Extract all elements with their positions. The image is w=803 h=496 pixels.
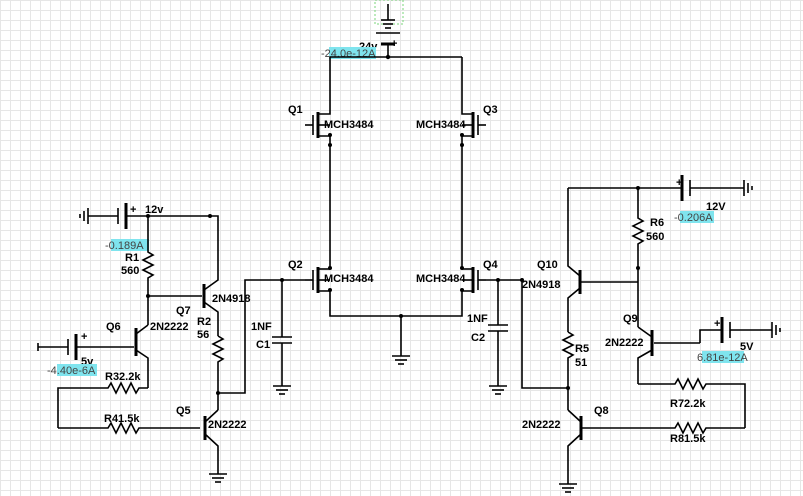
battery-12v-left-plus: + — [130, 204, 136, 216]
bjt-q7-ref: Q7 — [176, 305, 191, 317]
bjt-q6[interactable] — [134, 324, 149, 388]
mosfet-q2[interactable] — [305, 266, 332, 300]
capacitor-c2-ref: C2 — [471, 332, 485, 344]
resistor-r1-value: 560 — [121, 265, 139, 277]
battery-5v-right-current: 6.81e-12A — [697, 352, 748, 364]
mosfet-q2-ref: Q2 — [288, 259, 303, 271]
capacitor-c2[interactable] — [488, 280, 508, 395]
capacitor-c1-value: 1NF — [251, 321, 272, 333]
battery-5v-right-plus: + — [714, 318, 720, 330]
mosfet-q3[interactable] — [460, 110, 486, 147]
bjt-q9-part: 2N2222 — [605, 337, 644, 349]
current-highlight — [702, 351, 744, 363]
bjt-q10-part: 2N4918 — [522, 279, 561, 291]
resistor-r3-label: R32.2k — [105, 371, 141, 383]
ground-q8 — [559, 483, 577, 493]
resistor-r6-value: 560 — [646, 231, 664, 243]
ground-right-5v — [771, 322, 781, 338]
resistor-r1-ref: R1 — [125, 252, 139, 264]
resistor-r8-label: R81.5k — [670, 433, 706, 445]
bjt-q6-part: 2N2222 — [150, 321, 189, 333]
r1-current: -0.189A — [105, 240, 144, 252]
battery-12v-right-current: -0.206A — [674, 212, 713, 224]
capacitor-c1-ref: C1 — [256, 339, 270, 351]
resistor-r7-label: R72.2k — [670, 398, 706, 410]
bjt-q9-ref: Q9 — [623, 313, 638, 325]
capacitor-c2-value: 1NF — [467, 313, 488, 325]
bjt-q5[interactable] — [203, 409, 219, 474]
battery-5v-right[interactable] — [654, 317, 772, 344]
battery-5v-left[interactable] — [37, 334, 134, 360]
battery-24v-plus: + — [391, 38, 397, 50]
bottom-rail — [329, 300, 463, 317]
bjt-q10[interactable] — [567, 188, 638, 332]
battery-5v-left-current: -4.40e-6A — [47, 365, 96, 377]
bjt-q10-ref: Q10 — [537, 259, 558, 271]
battery-24v[interactable] — [376, 4, 400, 57]
battery-12v-left-label: 12v — [145, 204, 164, 216]
battery-5v-left-plus: + — [81, 331, 87, 343]
bjt-q9[interactable] — [637, 326, 654, 384]
resistor-r5[interactable] — [561, 331, 575, 410]
mosfet-q1-ref: Q1 — [288, 104, 303, 116]
battery-12v-right-label: 12V — [706, 201, 726, 213]
bjt-q8-ref: Q8 — [594, 405, 609, 417]
capacitor-c1[interactable] — [272, 280, 292, 395]
mosfet-q3-ref: Q3 — [483, 104, 498, 116]
mosfet-q1-part: MCH3484 — [324, 119, 374, 131]
resistor-r2[interactable] — [211, 335, 225, 380]
resistor-r8[interactable] — [640, 421, 745, 435]
mosfet-q4[interactable] — [460, 266, 486, 300]
resistor-r3[interactable] — [57, 381, 148, 428]
mosfet-q4-ref: Q4 — [483, 259, 499, 271]
resistor-r6-ref: R6 — [650, 217, 664, 229]
resistor-r5-value: 51 — [575, 357, 587, 369]
bjt-q8-part: 2N2222 — [522, 419, 561, 431]
resistor-r4[interactable] — [58, 421, 200, 435]
bjt-q5-ref: Q5 — [176, 405, 191, 417]
ground-left-12v — [79, 208, 89, 224]
battery-12v-right[interactable] — [568, 175, 744, 201]
bjt-q8[interactable] — [567, 409, 640, 484]
battery-12v-right-plus: + — [676, 177, 682, 189]
ground-center — [392, 316, 410, 365]
mosfet-q3-part: MCH3484 — [416, 119, 466, 131]
resistor-r4-label: R41.5k — [104, 413, 140, 425]
current-highlight — [111, 239, 149, 251]
resistor-r7[interactable] — [638, 377, 746, 428]
ground-right-12v — [743, 180, 753, 196]
battery-12v-left[interactable] — [88, 203, 210, 229]
mosfet-q2-part: MCH3484 — [324, 273, 374, 285]
current-highlight — [329, 47, 376, 59]
resistor-r2-value: 56 — [197, 329, 209, 341]
bjt-q7[interactable] — [202, 215, 219, 336]
resistor-r2-ref: R2 — [197, 316, 211, 328]
bjt-q5-part: 2N2222 — [208, 419, 247, 431]
bjt-q7-part: 2N4918 — [212, 293, 251, 305]
ground-q5 — [209, 473, 227, 483]
current-highlight — [57, 364, 97, 376]
mosfet-q4-part: MCH3484 — [416, 273, 466, 285]
resistor-r5-ref: R5 — [575, 343, 589, 355]
battery-5v-right-label: 5V — [740, 341, 754, 353]
resistor-r6[interactable] — [631, 188, 645, 282]
resistor-r1[interactable] — [141, 216, 155, 296]
bjt-q6-ref: Q6 — [106, 321, 121, 333]
current-highlight — [680, 211, 714, 223]
